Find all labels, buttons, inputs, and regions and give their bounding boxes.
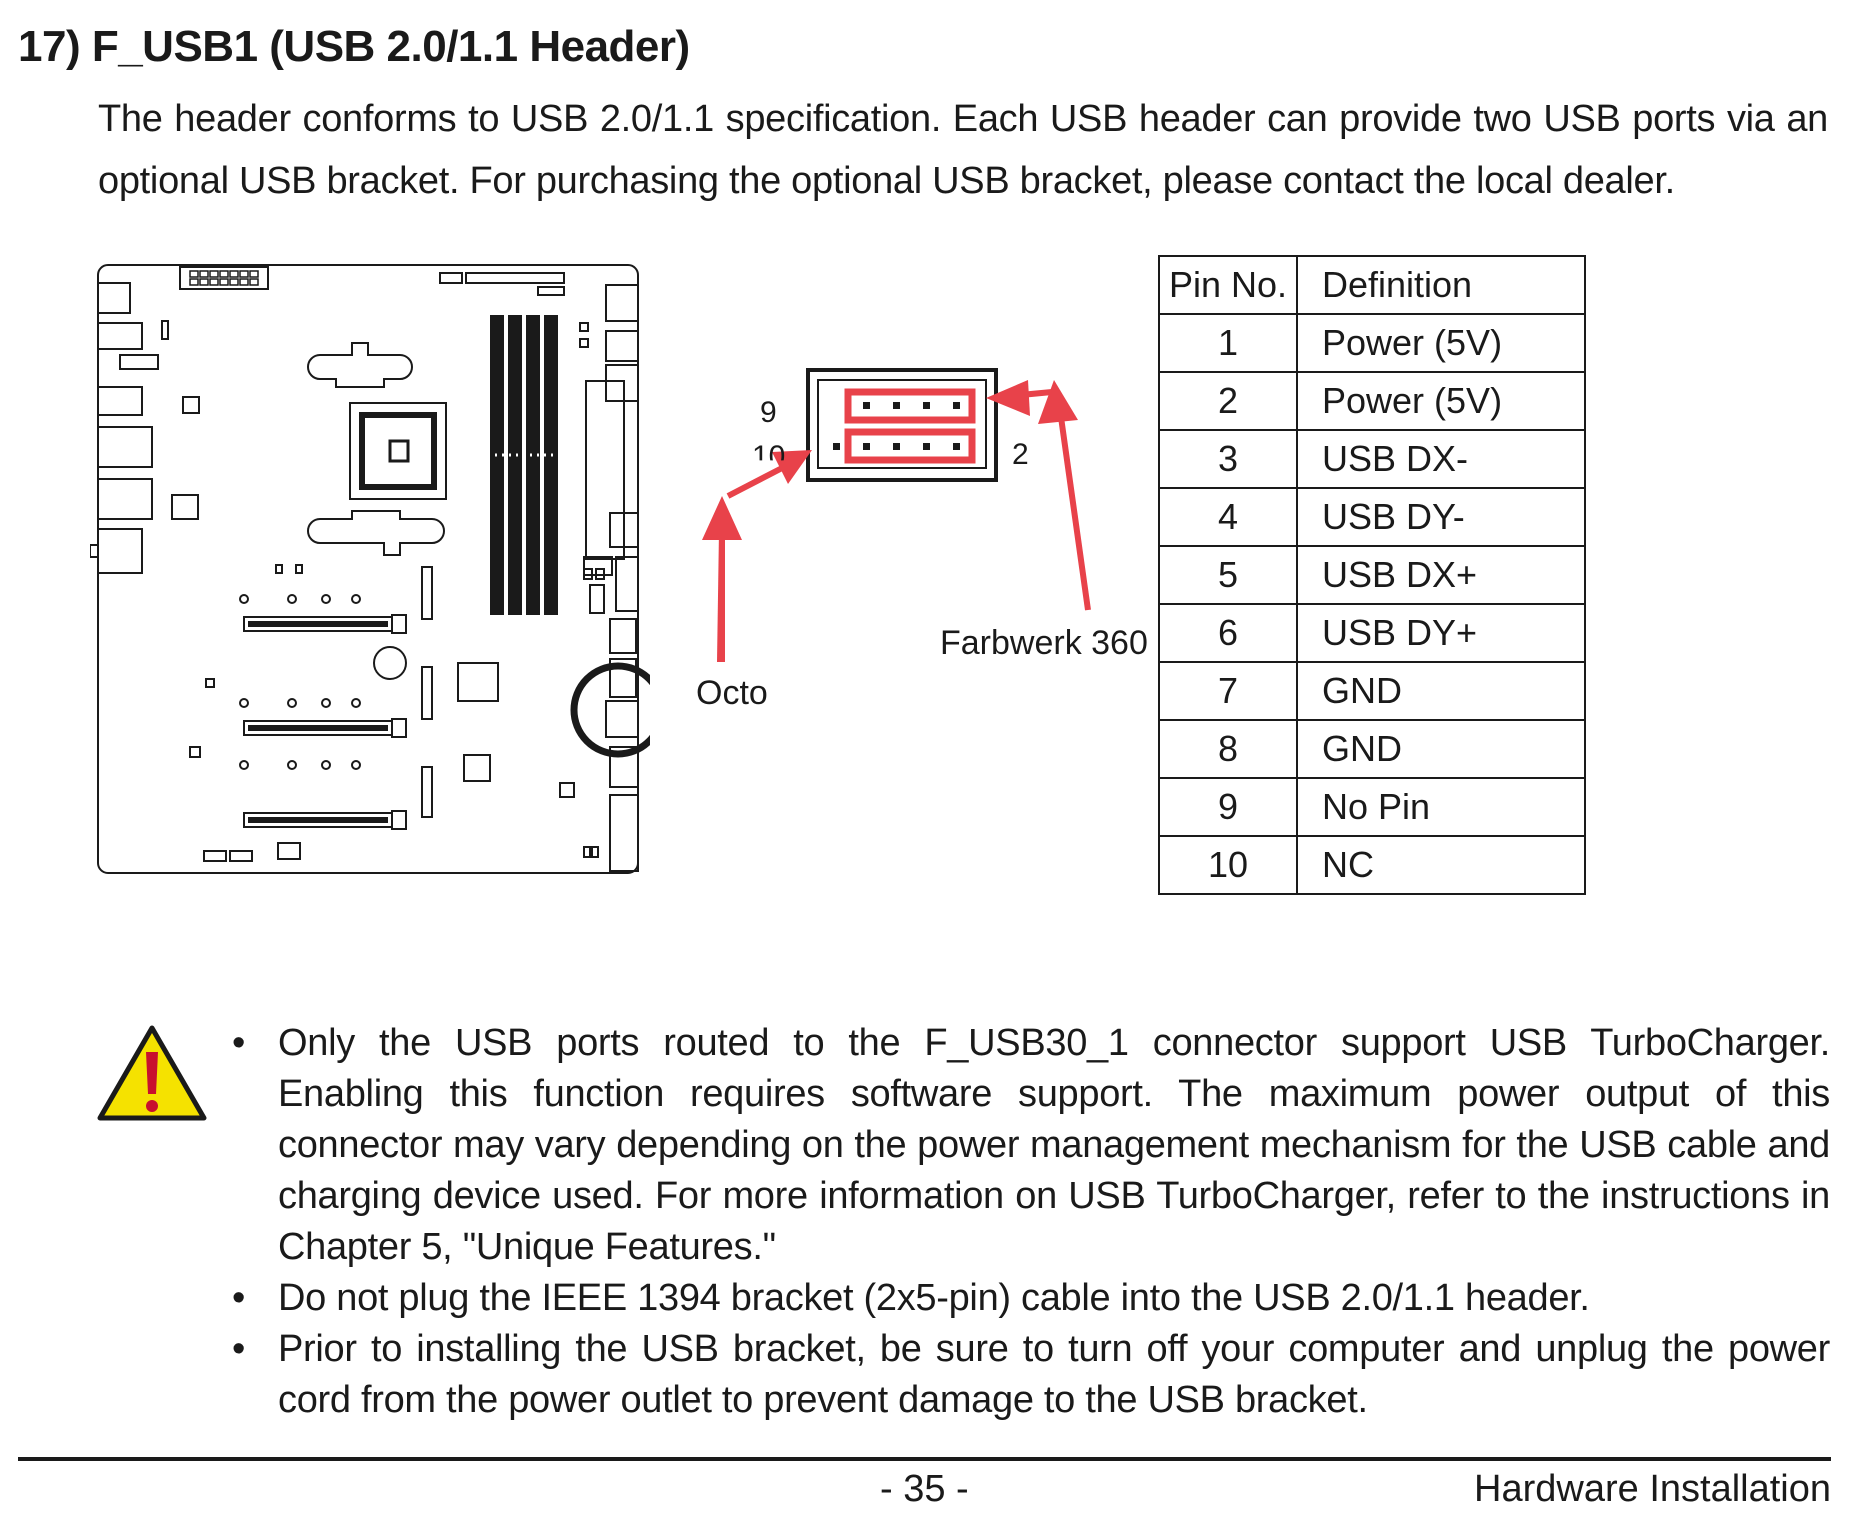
pin-definition: USB DY+ xyxy=(1296,603,1586,663)
connector-diagram xyxy=(702,368,1091,663)
footer-section-name: Hardware Installation xyxy=(1474,1468,1831,1510)
intro-paragraph: The header conforms to USB 2.0/1.1 speci… xyxy=(98,98,1828,202)
pin-number: 5 xyxy=(1158,545,1298,605)
f-usb1-header-on-board xyxy=(609,658,637,698)
pin-definition: GND xyxy=(1296,719,1586,779)
annotation-farbwerk: Farbwerk 360 xyxy=(940,624,1148,662)
pin-number: 3 xyxy=(1158,429,1298,489)
note-text: Only the USB ports routed to the F_USB30… xyxy=(278,1022,1830,1268)
motherboard-diagram xyxy=(90,264,650,874)
bullet: • xyxy=(232,1328,246,1370)
pin-definition: NC xyxy=(1296,835,1586,895)
cmos-battery xyxy=(373,646,407,680)
header-pin-no: Pin No. xyxy=(1158,255,1298,315)
list-item: • Do not plug the IEEE 1394 bracket (2x5-… xyxy=(232,1273,1830,1324)
pin-number: 2 xyxy=(1158,371,1298,431)
table-header-row: Pin No. Definition xyxy=(1158,255,1586,315)
page-number: - 35 - xyxy=(880,1468,969,1510)
pin-row-even xyxy=(844,428,976,464)
warning-triangle-icon xyxy=(97,1025,207,1121)
pin-definition: Power (5V) xyxy=(1296,371,1586,431)
list-item: • Prior to installing the USB bracket, be… xyxy=(232,1324,1830,1426)
section-title: 17) F_USB1 (USB 2.0/1.1 Header) xyxy=(18,22,690,71)
pin-number: 6 xyxy=(1158,603,1298,663)
pin-definition: USB DX- xyxy=(1296,429,1586,489)
list-item: • Only the USB ports routed to the F_USB3… xyxy=(232,1018,1830,1273)
pin-number: 7 xyxy=(1158,661,1298,721)
note-text: Prior to installing the USB bracket, be … xyxy=(278,1328,1830,1421)
pin-definition: GND xyxy=(1296,661,1586,721)
pin-definition: USB DY- xyxy=(1296,487,1586,547)
pin-definition: No Pin xyxy=(1296,777,1586,837)
annotation-octo: Octo xyxy=(696,674,768,712)
f-usb1-location-circle xyxy=(570,662,650,758)
bullet: • xyxy=(232,1277,246,1319)
pin-definition: USB DX+ xyxy=(1296,545,1586,605)
warning-notes: • Only the USB ports routed to the F_USB3… xyxy=(232,1018,1830,1426)
header-definition: Definition xyxy=(1296,255,1586,315)
pin-number: 1 xyxy=(1158,313,1298,373)
pin-definition: Power (5V) xyxy=(1296,313,1586,373)
pin-number: 4 xyxy=(1158,487,1298,547)
pin-label-2: 2 xyxy=(1012,438,1029,471)
bullet: • xyxy=(232,1022,246,1064)
pin-number: 9 xyxy=(1158,777,1298,837)
pin-row-odd xyxy=(844,388,976,424)
pin-number: 8 xyxy=(1158,719,1298,779)
pin-label-10: 10 xyxy=(752,440,786,473)
cpu-socket xyxy=(349,402,447,500)
f-usb1-connector-outline xyxy=(806,368,998,482)
atx-12v-connector xyxy=(179,266,269,290)
note-text: Do not plug the IEEE 1394 bracket (2x5-p… xyxy=(278,1277,1590,1319)
footer-divider xyxy=(18,1457,1831,1461)
pin-label-9: 9 xyxy=(760,396,777,429)
pin-number: 10 xyxy=(1158,835,1298,895)
